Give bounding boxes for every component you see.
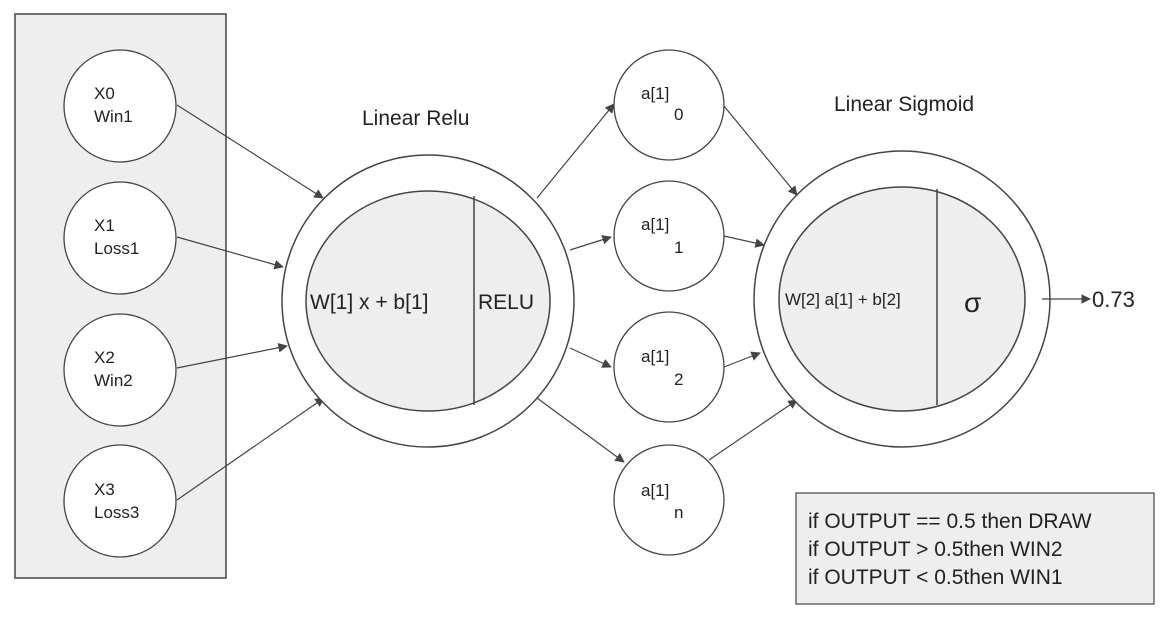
hidden-node-label: a[1]	[641, 481, 669, 500]
input-node-x3: X3 Loss3	[63, 444, 177, 558]
input-node-bottom-label: Loss1	[94, 239, 139, 258]
input-node-bottom-label: Win1	[94, 107, 133, 126]
arrow-a2-layer2	[723, 351, 761, 368]
layer1-linear-text: W[1] x + b[1]	[310, 291, 428, 314]
rule-draw: if OUTPUT == 0.5 then DRAW	[808, 510, 1092, 533]
arrow-x3-layer1	[176, 397, 325, 501]
hidden-out-arrows	[708, 105, 798, 461]
input-node-bottom-label: Win2	[94, 371, 133, 390]
input-node-top-label: X2	[94, 348, 115, 367]
input-arrows	[176, 104, 325, 501]
input-node-top-label: X3	[94, 480, 115, 499]
layer1-title: Linear Relu	[362, 107, 469, 130]
layer2-activation-text: σ	[964, 287, 981, 318]
hidden-node-sub: 2	[674, 370, 683, 389]
hidden-node-label: a[1]	[641, 84, 669, 103]
hidden-node-label: a[1]	[641, 215, 669, 234]
arrow-x1-layer1	[176, 236, 284, 270]
arrow-an-layer2	[708, 399, 798, 461]
input-node-top-label: X0	[94, 84, 115, 103]
hidden-node-1: a[1] 1	[613, 180, 725, 292]
rule-win1: if OUTPUT < 0.5then WIN1	[808, 566, 1063, 589]
rule-win2: if OUTPUT > 0.5then WIN2	[808, 538, 1063, 561]
arrow-layer1-a2	[569, 347, 612, 368]
input-node-top-label: X1	[94, 216, 115, 235]
hidden-node-label: a[1]	[641, 347, 669, 366]
output-value: 0.73	[1092, 287, 1135, 312]
layer1-node: W[1] x + b[1] RELU	[281, 154, 575, 448]
arrow-layer1-a1	[569, 235, 612, 251]
rules-box: if OUTPUT == 0.5 then DRAW if OUTPUT > 0…	[795, 492, 1155, 605]
hidden-node-n: a[1] n	[613, 444, 725, 556]
hidden-node-sub: 1	[674, 238, 683, 257]
arrow-a0-layer2	[723, 105, 798, 196]
layer2-title: Linear Sigmoid	[834, 93, 974, 116]
arrow-a1-layer2	[723, 235, 765, 248]
input-node-x1: X1 Loss1	[63, 181, 177, 295]
arrow-layer1-a0	[536, 103, 615, 199]
hidden-in-arrows	[536, 103, 625, 463]
input-node-x2: X2 Win2	[63, 313, 177, 427]
arrow-x2-layer1	[176, 342, 288, 369]
input-node-bottom-label: Loss3	[94, 503, 139, 522]
hidden-node-0: a[1] 0	[613, 49, 725, 161]
hidden-node-2: a[1] 2	[613, 311, 725, 423]
input-node-x0: X0 Win1	[63, 49, 177, 163]
arrow-layer1-an	[536, 397, 625, 463]
hidden-node-sub: 0	[674, 105, 683, 124]
hidden-node-sub: n	[674, 503, 683, 522]
arrow-x0-layer1	[176, 104, 324, 199]
layer2-linear-text: W[2] a[1] + b[2]	[785, 290, 901, 309]
layer1-activation-text: RELU	[478, 291, 534, 314]
layer2-node: W[2] a[1] + b[2] σ	[753, 150, 1051, 448]
